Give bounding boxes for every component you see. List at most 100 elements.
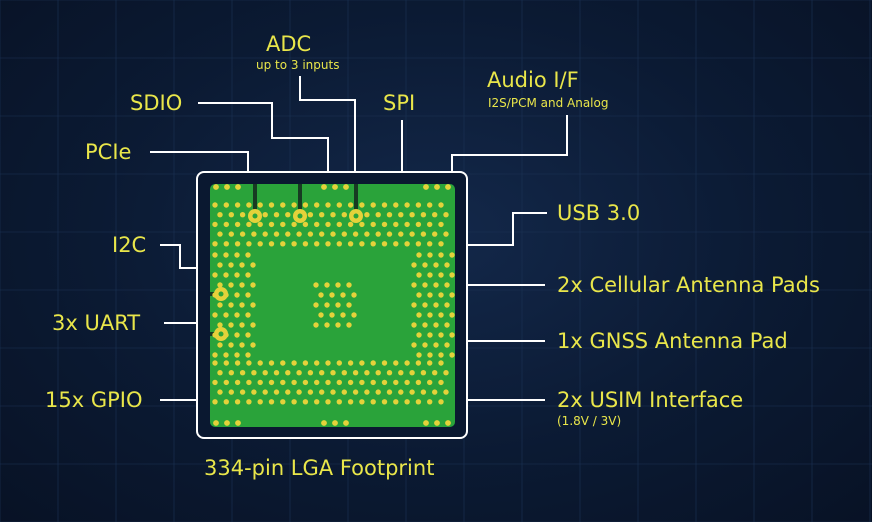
pad: [347, 202, 354, 208]
pad: [239, 262, 245, 268]
pad: [427, 399, 433, 405]
pad: [223, 221, 229, 228]
pad: [433, 302, 439, 308]
pad: [212, 360, 218, 366]
adc-line: [299, 76, 356, 172]
pad: [239, 231, 246, 237]
pad: [314, 221, 320, 228]
pad: [449, 272, 455, 278]
i2c-label: I2C: [112, 233, 147, 257]
sdio-line: [198, 102, 329, 172]
pad: [325, 399, 331, 405]
pad: [352, 370, 359, 376]
pad: [314, 379, 320, 386]
pad: [336, 379, 342, 386]
pad: [262, 370, 268, 376]
pad: [370, 221, 376, 228]
pad: [291, 221, 297, 228]
pad: [228, 302, 234, 308]
pad: [285, 212, 291, 218]
pad: [381, 241, 388, 247]
pad: [257, 221, 263, 228]
pad: [370, 379, 376, 386]
pad: [427, 332, 433, 338]
pad: [341, 212, 347, 218]
pad: [340, 292, 346, 298]
pad: [285, 389, 291, 395]
pad: [404, 379, 410, 386]
pad: [307, 389, 314, 395]
pad: [234, 312, 240, 318]
pad: [234, 332, 240, 338]
pad: [443, 231, 449, 237]
pad: [438, 312, 444, 318]
edge-pad: [343, 420, 349, 426]
pad: [444, 262, 450, 268]
pad: [420, 389, 427, 395]
pad: [415, 360, 422, 366]
edge-pad: [224, 184, 230, 190]
pad: [381, 399, 388, 405]
pad: [386, 231, 393, 237]
pad: [336, 241, 342, 247]
pad: [291, 241, 297, 247]
pad: [336, 221, 342, 228]
pad: [302, 360, 309, 366]
pad: [217, 212, 223, 218]
gnss-label: 1x GNSS Antenna Pad: [557, 329, 788, 353]
pad: [393, 379, 399, 386]
pad: [427, 360, 433, 366]
pad: [415, 399, 422, 405]
pad: [438, 352, 444, 358]
pad: [251, 389, 257, 395]
edge-pad: [213, 184, 219, 190]
pad: [239, 282, 245, 288]
pad: [438, 379, 444, 386]
pad: [318, 292, 324, 298]
adc-label: ADC: [266, 32, 312, 56]
pad: [359, 399, 365, 405]
i2c-line: [160, 244, 197, 269]
usb-line: [467, 212, 547, 246]
antenna-pad-via: [218, 331, 224, 337]
pad: [268, 379, 275, 386]
pad: [336, 360, 342, 366]
pad: [291, 360, 297, 366]
pad: [325, 241, 331, 247]
pad: [347, 241, 354, 247]
pad: [313, 302, 319, 308]
pad: [212, 221, 218, 228]
pad: [359, 379, 365, 386]
pad: [245, 252, 251, 258]
pad: [296, 389, 302, 395]
pad: [393, 221, 399, 228]
pad: [313, 282, 319, 288]
pad: [325, 202, 331, 208]
pad: [223, 352, 229, 358]
pad: [212, 241, 218, 247]
edge-pad: [332, 420, 338, 426]
pad: [335, 322, 341, 328]
pad: [212, 252, 218, 258]
edge-pad: [224, 420, 230, 426]
pad: [228, 370, 234, 376]
pad: [416, 272, 422, 278]
pad: [398, 212, 404, 218]
edge-pad: [235, 420, 241, 426]
pad: [273, 370, 280, 376]
pad: [324, 282, 330, 288]
pad: [291, 202, 297, 208]
pad: [212, 352, 218, 358]
pad: [420, 212, 427, 218]
pad: [212, 312, 218, 318]
pad: [262, 212, 268, 218]
audio-label: Audio I/F: [487, 68, 579, 92]
pad: [228, 282, 234, 288]
pad: [346, 322, 352, 328]
pad: [432, 370, 438, 376]
pad: [246, 241, 252, 247]
pad: [444, 282, 450, 288]
pad: [246, 399, 252, 405]
pad: [375, 389, 381, 395]
pad: [370, 360, 376, 366]
